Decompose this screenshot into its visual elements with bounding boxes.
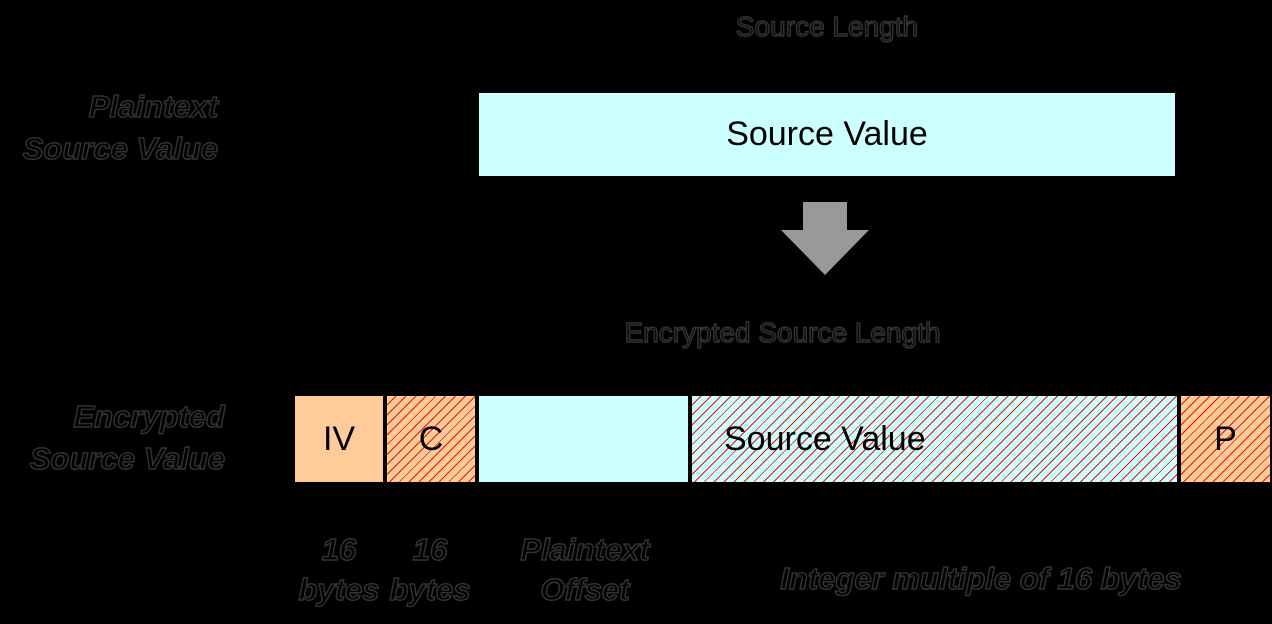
segment-checksum: C [385,394,477,484]
segment-padding: P [1179,394,1272,484]
segment-plaintext-offset [477,394,690,484]
annotation-source-value-size: Integer multiple of 16 bytes [780,560,1183,597]
encrypted-source-length-label: Encrypted Source Length [624,316,941,349]
annotation-plaintext-offset: Plaintext Offset [505,530,665,610]
encrypted-row-label-line2: Source Value [29,440,226,477]
annotation-iv-size: 16 bytes [289,530,389,610]
annotation-iv-size-line1: 16 [321,531,357,568]
segment-iv: IV [293,394,385,484]
annotation-plaintext-offset-line1: Plaintext [520,531,651,568]
segment-source-value: Source Value [690,394,1179,484]
segment-iv-label: IV [322,419,356,458]
plaintext-source-value-row-label: Plaintext Source Value [22,86,219,170]
encrypted-row-label-line1: Encrypted [73,398,226,435]
annotation-iv-size-line2: bytes [298,571,380,608]
annotation-checksum-size: 16 bytes [380,530,480,610]
plaintext-row-label-line2: Source Value [22,130,219,167]
annotation-checksum-size-line2: bytes [389,571,471,608]
plaintext-source-value-box: Source Value [477,91,1177,178]
source-length-label: Source Length [735,10,919,43]
down-arrow-icon [781,202,869,275]
segment-padding-label: P [1214,419,1237,458]
plaintext-box-label: Source Value [726,115,928,153]
annotation-plaintext-offset-line2: Offset [540,571,631,608]
encrypted-source-value-row-label: Encrypted Source Value [29,396,226,480]
segment-source-value-label: Source Value [724,419,926,458]
annotation-checksum-size-line1: 16 [412,531,448,568]
segment-checksum-label: C [418,419,444,458]
plaintext-row-label-line1: Plaintext [88,88,219,125]
